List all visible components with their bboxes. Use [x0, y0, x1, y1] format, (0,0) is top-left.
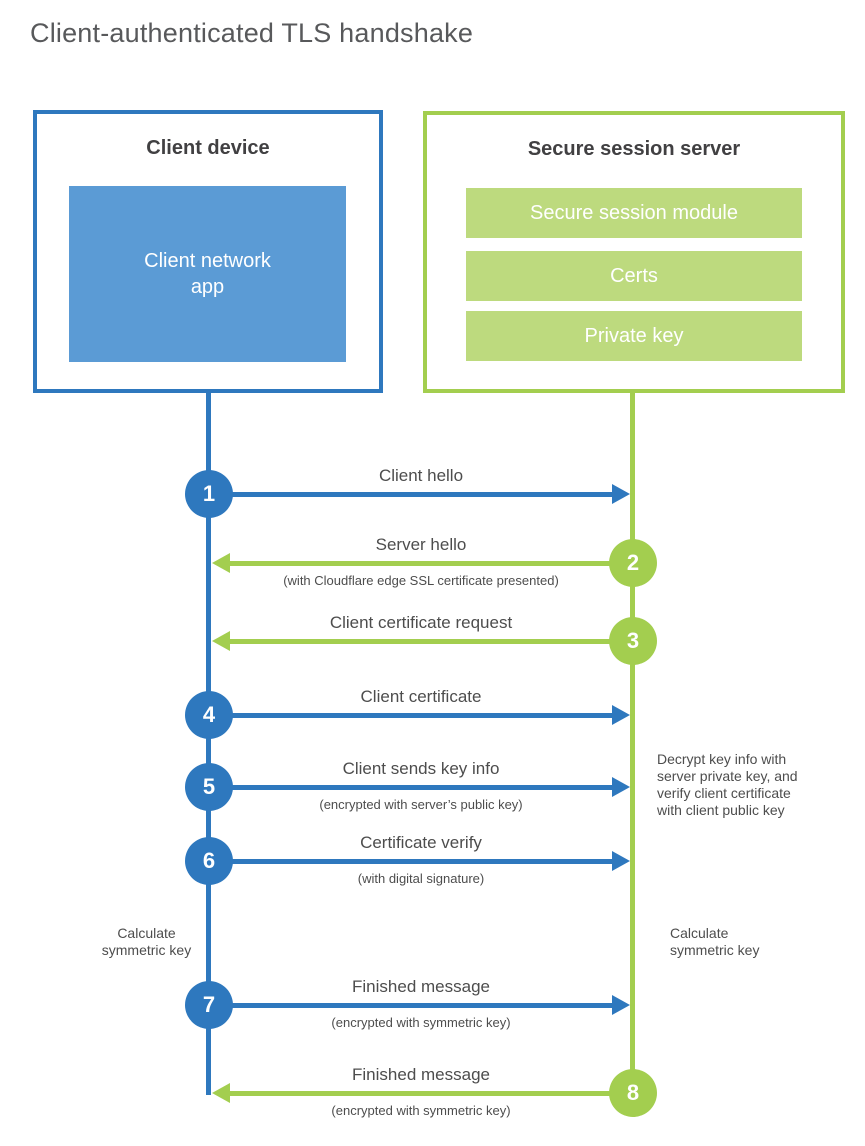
step-6-arrowhead-icon [612, 851, 630, 871]
step-7-arrow [209, 1003, 612, 1008]
step-2-arrowhead-icon [212, 553, 230, 573]
step-5-marker: 5 [185, 763, 233, 811]
step-7-marker: 7 [185, 981, 233, 1029]
step-1-label: Client hello [378, 466, 464, 485]
server-module-bar: Secure session module [466, 188, 802, 238]
step-7-label: Finished message [352, 977, 490, 996]
calculate-symmetric-key-server-note: Calculate symmetric key [670, 925, 760, 958]
server-lifeline [630, 393, 635, 1095]
step-3-marker: 3 [609, 617, 657, 665]
step-6-number: 6 [202, 848, 216, 873]
step-4-arrowhead-icon [612, 705, 630, 725]
step-6-arrow [209, 859, 612, 864]
secure-session-server-title: Secure session server [527, 138, 741, 160]
step-8-arrow [230, 1091, 633, 1096]
step-4-arrow [209, 713, 612, 718]
step-4-marker: 4 [185, 691, 233, 739]
server-module-bar: Private key [466, 311, 802, 361]
step-3-number: 3 [626, 628, 640, 653]
page-title: Client-authenticated TLS handshake [30, 18, 474, 48]
client-network-app-box: Client network app [69, 186, 346, 362]
step-7-number: 7 [202, 992, 216, 1017]
calculate-symmetric-key-client-note: Calculate symmetric key [101, 925, 192, 958]
step-6-sublabel: (with digital signature) [357, 871, 485, 886]
step-8-label: Finished message [352, 1065, 490, 1084]
step-4-number: 4 [202, 702, 216, 727]
step-5-number: 5 [202, 774, 216, 799]
step-2-arrow [230, 561, 633, 566]
step-8-sublabel: (encrypted with symmetric key) [331, 1103, 511, 1118]
step-8-arrowhead-icon [212, 1083, 230, 1103]
step-2-marker: 2 [609, 539, 657, 587]
step-3-arrow [230, 639, 633, 644]
client-lifeline [206, 393, 211, 1095]
step-8-marker: 8 [609, 1069, 657, 1117]
step-1-arrow [209, 492, 612, 497]
step-5-arrow [209, 785, 612, 790]
step-5-arrowhead-icon [612, 777, 630, 797]
step-5-sublabel: (encrypted with server’s public key) [319, 797, 523, 812]
step-1-marker: 1 [185, 470, 233, 518]
secure-session-server-box: Secure session server Secure session mod… [423, 111, 845, 393]
step-6-label: Certificate verify [360, 833, 482, 852]
client-device-box: Client device Client network app [33, 110, 383, 393]
step-3-arrowhead-icon [212, 631, 230, 651]
step-2-number: 2 [626, 550, 640, 575]
step-4-label: Client certificate [360, 687, 482, 706]
step-7-sublabel: (encrypted with symmetric key) [331, 1015, 511, 1030]
step-3-label: Client certificate request [329, 613, 513, 632]
step-1-arrowhead-icon [612, 484, 630, 504]
step-6-marker: 6 [185, 837, 233, 885]
step-7-arrowhead-icon [612, 995, 630, 1015]
client-device-title: Client device [146, 137, 270, 159]
step-8-number: 8 [626, 1080, 640, 1105]
step-2-label: Server hello [375, 535, 467, 554]
decrypt-note: Decrypt key info with server private key… [657, 751, 798, 818]
step-2-sublabel: (with Cloudflare edge SSL certificate pr… [283, 573, 559, 588]
step-1-number: 1 [202, 481, 216, 506]
step-5-label: Client sends key info [342, 759, 500, 778]
server-module-bar: Certs [466, 251, 802, 301]
